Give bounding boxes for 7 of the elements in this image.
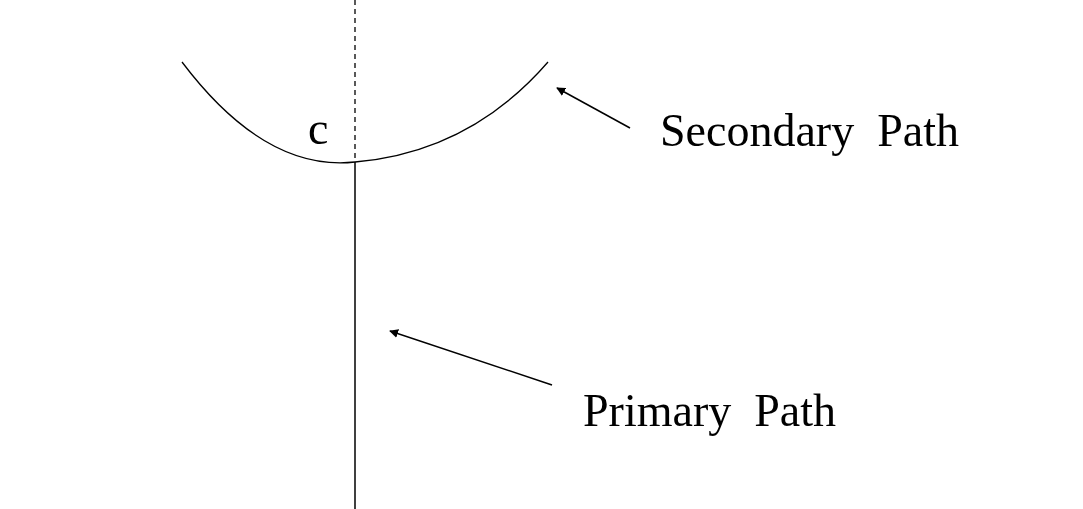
leader-arrow	[556, 87, 631, 129]
primary-path-line	[354, 161, 356, 509]
point-label: c	[308, 106, 329, 152]
part-label: Primary Path	[583, 388, 836, 434]
leader-arrow	[389, 329, 553, 386]
part-label: Secondary Path	[660, 108, 959, 154]
secondary-path-curve	[181, 61, 549, 164]
